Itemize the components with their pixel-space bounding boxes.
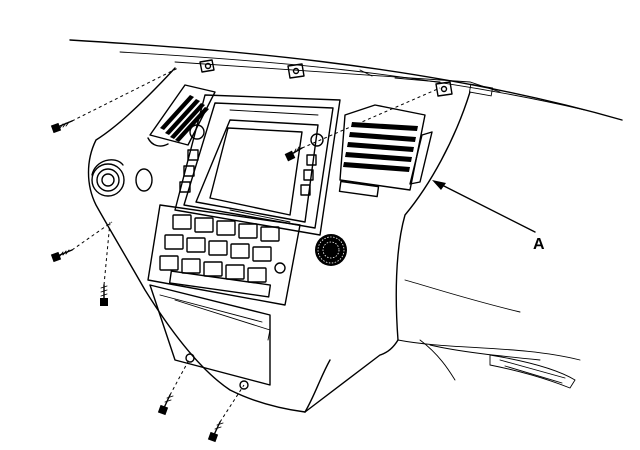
climate-control-panel	[147, 204, 301, 306]
screw-6	[207, 421, 224, 443]
screw-2	[50, 249, 73, 263]
callout-a: A	[432, 180, 545, 253]
left-air-vent	[147, 84, 216, 147]
head-unit-right-buttons	[300, 133, 324, 196]
dashboard-top	[69, 39, 623, 121]
climate-buttons-row3	[159, 255, 267, 283]
center-fascia-panel	[87, 67, 471, 413]
round-switch	[135, 168, 153, 192]
climate-buttons-row1	[172, 214, 280, 242]
screw-1	[50, 120, 73, 134]
climate-buttons-row2	[164, 234, 272, 262]
screw-leader-lines	[71, 67, 441, 423]
lower-dashboard	[397, 279, 581, 389]
head-unit-left-buttons	[179, 124, 205, 193]
screw-5	[157, 394, 174, 416]
right-air-vent	[338, 104, 433, 198]
screw-3	[100, 284, 108, 306]
mounting-clips	[199, 59, 453, 97]
callout-a-label: A	[533, 236, 545, 253]
screw-4	[284, 146, 303, 162]
head-unit	[174, 94, 341, 236]
speaker-grille	[315, 234, 347, 266]
left-knob	[91, 159, 125, 197]
lower-storage-pocket	[149, 284, 271, 390]
